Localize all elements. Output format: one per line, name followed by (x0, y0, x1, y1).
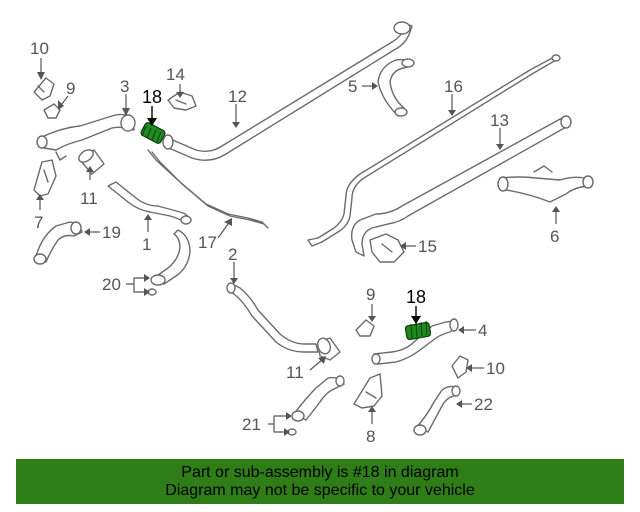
callout-numbers: 10 9 3 14 12 5 16 13 6 15 7 11 1 19 17 2… (30, 39, 559, 446)
part-19-hose (33, 221, 83, 265)
banner-line-1: Part or sub-assembly is #18 in diagram (181, 463, 459, 481)
callout-18-lower[interactable]: 18 (406, 287, 426, 307)
callout-18-upper[interactable]: 18 (142, 87, 162, 107)
callout-11-upper[interactable]: 11 (80, 189, 98, 208)
callout-5[interactable]: 5 (348, 77, 357, 96)
leader-lines (36, 58, 560, 436)
info-banner: Part or sub-assembly is #18 in diagram D… (16, 459, 624, 504)
callout-8[interactable]: 8 (366, 427, 375, 446)
part-6-hose (497, 165, 594, 203)
callout-17[interactable]: 17 (198, 233, 217, 252)
callout-1[interactable]: 1 (142, 235, 151, 254)
callout-13[interactable]: 13 (490, 111, 509, 130)
part-13-pipe (350, 115, 572, 257)
callout-20[interactable]: 20 (102, 275, 121, 294)
callout-6[interactable]: 6 (550, 227, 559, 246)
part-10-bracket-lower (451, 355, 469, 379)
part-20-hose (147, 229, 191, 296)
part-4-pipe (371, 318, 459, 365)
part-15-bracket (369, 233, 405, 263)
part-8-bracket (353, 373, 383, 409)
part-2-pipe (226, 282, 319, 353)
banner-line-2: Diagram may not be specific to your vehi… (165, 481, 475, 499)
leader-lines-18 (147, 106, 421, 324)
callout-4[interactable]: 4 (478, 321, 487, 340)
part-18-highlight-upper[interactable] (140, 122, 166, 145)
part-17-harness (147, 149, 269, 229)
callout-10-upper[interactable]: 10 (30, 39, 49, 58)
part-18-highlight-lower[interactable] (404, 320, 432, 341)
part-9-clip (43, 103, 61, 119)
callout-11-lower[interactable]: 11 (286, 363, 304, 382)
part-5-hose (377, 58, 415, 117)
part-21-hose (287, 375, 345, 436)
part-16-pipe (307, 54, 561, 247)
callout-9-upper[interactable]: 9 (66, 79, 75, 98)
callout-3[interactable]: 3 (120, 77, 129, 96)
callout-22[interactable]: 22 (474, 395, 493, 414)
callout-14[interactable]: 14 (166, 65, 185, 84)
part-3-hose (36, 113, 136, 161)
part-9-clip-lower (355, 319, 375, 337)
callout-21[interactable]: 21 (242, 415, 261, 434)
part-10-bracket (33, 77, 55, 101)
callout-9-lower[interactable]: 9 (366, 285, 375, 304)
part-7-bracket (33, 159, 57, 197)
callout-2[interactable]: 2 (228, 245, 237, 264)
callout-15[interactable]: 15 (418, 237, 437, 256)
part-22-hose (413, 385, 461, 436)
callout-16[interactable]: 16 (444, 77, 463, 96)
part-12-pipe (162, 21, 413, 161)
parts-diagram: 10 9 3 14 12 5 16 13 6 15 7 11 1 19 17 2… (30, 21, 594, 446)
callout-12[interactable]: 12 (228, 87, 247, 106)
callout-10-lower[interactable]: 10 (486, 359, 505, 378)
callout-7[interactable]: 7 (34, 213, 43, 232)
part-11-tube-lower (317, 337, 341, 361)
part-1-pipe (107, 181, 192, 225)
callout-19[interactable]: 19 (102, 223, 121, 242)
